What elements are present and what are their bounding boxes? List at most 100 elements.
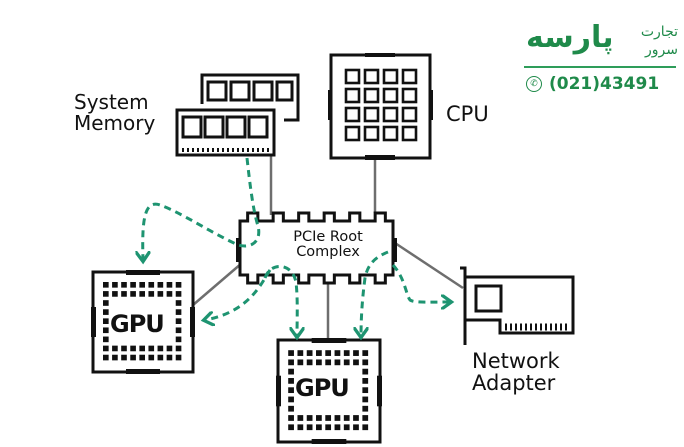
gpu-pin (288, 387, 294, 394)
gpu-pin (353, 415, 359, 421)
gpu-pin (353, 350, 359, 356)
cpu-core (382, 68, 399, 85)
network-connector (394, 241, 464, 290)
gpu-pin (334, 415, 341, 421)
phone-icon: ✆ (526, 76, 542, 92)
cpu-core (401, 68, 418, 85)
cpu-core (401, 106, 418, 123)
gpu-bottom-label: GPU (295, 374, 350, 402)
gpu-pin (121, 291, 127, 297)
gpu-pin (362, 424, 369, 431)
gpu-pin (166, 291, 173, 297)
cpu-core (401, 87, 418, 104)
brand-phone: ✆ (021)43491 (526, 74, 659, 94)
cpu-core (382, 106, 399, 123)
gpu-pin (121, 345, 127, 352)
pcie-to-gpu-bottom-path-a (263, 265, 297, 336)
gpu-pin (288, 405, 294, 412)
gpu-pin (325, 350, 332, 356)
gpu-pin (306, 350, 313, 356)
gpu-pin (130, 291, 136, 297)
gpu-pin (288, 415, 294, 421)
gpu-pin (306, 424, 313, 431)
gpu-pin (343, 424, 350, 431)
cpu-core (344, 68, 361, 85)
gpu-pin (139, 282, 145, 288)
gpu-pin (306, 415, 313, 421)
gpu-pin (334, 424, 341, 431)
network-adapter-icon (460, 266, 575, 345)
cpu-core (363, 87, 380, 104)
network-adapter-label-line2: Adapter (472, 371, 556, 396)
gpu-pin (316, 415, 322, 421)
gpu-pin (306, 359, 313, 366)
gpu-pin (157, 282, 164, 288)
gpu-pin (175, 345, 182, 352)
brand-name: پارسه (526, 20, 614, 55)
gpu-pin (148, 291, 155, 297)
brand-tagline-line1: تجارت (640, 24, 678, 40)
gpu-pin (175, 318, 182, 324)
gpu-pin (103, 282, 109, 288)
system-memory-label-line2: Memory (74, 111, 156, 135)
connector-lines (192, 155, 464, 340)
gpu-pin (166, 354, 173, 361)
gpu-pin (103, 336, 109, 343)
gpu-pin (175, 336, 182, 343)
gpu-pin (103, 309, 109, 315)
cpu-core (382, 125, 399, 142)
gpu-pin (157, 345, 164, 352)
gpu-pin (175, 327, 182, 334)
pcie-to-gpu-left-path (205, 269, 272, 320)
gpu-pin (157, 354, 164, 361)
pcie-to-gpu-bottom-path-b (361, 250, 389, 336)
gpu-pin (139, 291, 145, 297)
phone-number: (021)43491 (549, 74, 660, 94)
gpu-pin (139, 345, 145, 352)
gpu-pin (112, 291, 118, 297)
gpu-pin (166, 345, 173, 352)
gpu-pin (175, 291, 182, 297)
gpu-pin (130, 345, 136, 352)
gpu-pin (103, 300, 109, 306)
cpu-core (382, 87, 399, 104)
cpu-core (363, 125, 380, 142)
gpu-pin (148, 354, 155, 361)
gpu-pin (288, 359, 294, 366)
gpu-pin (343, 350, 350, 356)
gpu-pin (175, 282, 182, 288)
cpu-icon (328, 53, 433, 160)
gpu-pin (121, 354, 127, 361)
gpu-pin (121, 282, 127, 288)
gpu-pin (334, 350, 341, 356)
gpu-pin (288, 424, 294, 431)
gpu-pin (362, 359, 369, 366)
gpu-pin (288, 368, 294, 375)
brand-logo: پارسه تجارت سرور ✆ (021)43491 (520, 14, 680, 99)
gpu-pin (175, 300, 182, 306)
gpu-left-label: GPU (110, 310, 165, 338)
gpu-pin (103, 291, 109, 297)
gpu-pin (166, 282, 173, 288)
gpu-pin (103, 345, 109, 352)
gpu-pin (362, 350, 369, 356)
network-adapter-label-line1: Network (472, 349, 560, 373)
gpu-pin (325, 415, 332, 421)
gpu-pin (112, 282, 118, 288)
gpu-pin (103, 318, 109, 324)
gpu-pin (325, 359, 332, 366)
gpu-pin (362, 368, 369, 375)
cpu-core (363, 106, 380, 123)
gpu-pin (316, 424, 322, 431)
gpu-pin (334, 359, 341, 366)
gpu-pin (112, 354, 118, 361)
gpu-pin (297, 350, 304, 356)
gpu-pin (130, 354, 136, 361)
cpu-core (344, 125, 361, 142)
pcie-root-label: PCIe Root Complex (268, 229, 388, 260)
gpu-pin (325, 424, 332, 431)
gpu-pin (103, 327, 109, 334)
gpu-pin (343, 359, 350, 366)
gpu-bottom-icon (276, 338, 382, 444)
